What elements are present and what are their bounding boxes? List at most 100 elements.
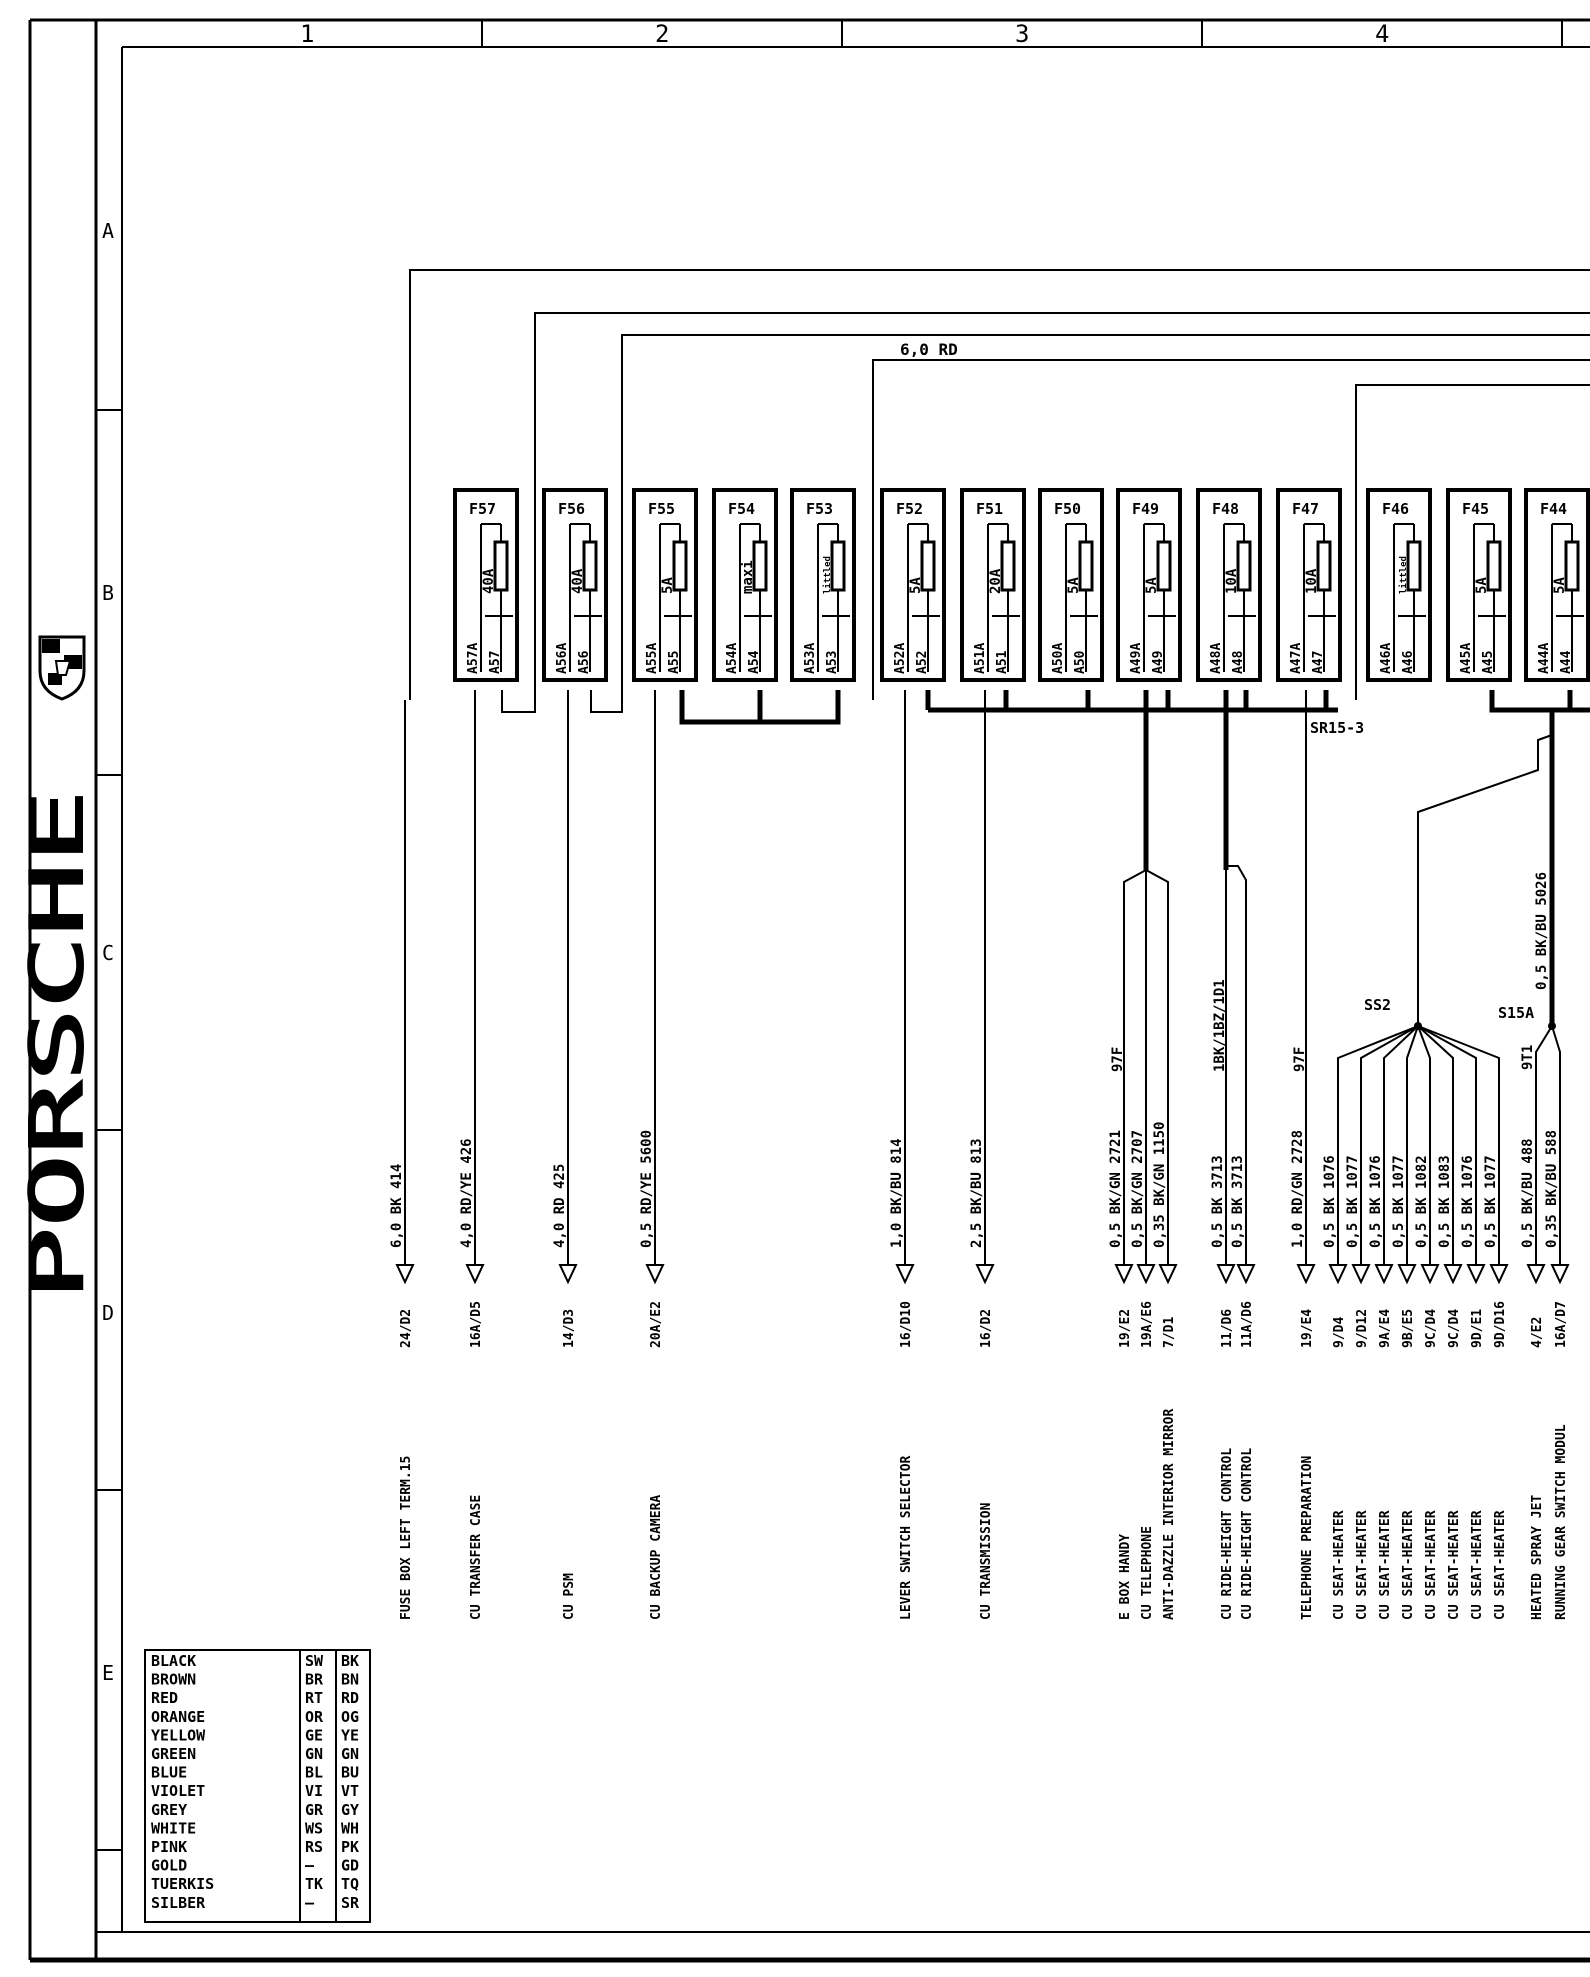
arrow-down-icon (645, 1264, 665, 1285)
connector-pin: 16/D2 (979, 1309, 994, 1348)
legend-english-code: GY (341, 1801, 359, 1819)
connector-pin: 11A/D6 (1240, 1301, 1255, 1348)
connector-pin: 9A/E4 (1378, 1309, 1393, 1348)
legend-color-name: SILBER (151, 1894, 206, 1912)
splice-labels: SR15-3 SS2 S15A (1310, 719, 1534, 1022)
wire-destination: HEATED SPRAY JET (1530, 1495, 1545, 1620)
fuse-output-terminal: A46 (1401, 650, 1416, 674)
fuse-input-terminal: A45A (1459, 643, 1474, 674)
fuse-element-icon (830, 540, 846, 592)
arrow-down-icon (1158, 1264, 1178, 1285)
arrow-down-icon (1236, 1264, 1256, 1285)
legend-german-code: TK (305, 1875, 323, 1893)
legend-color-name: TUERKIS (151, 1875, 214, 1893)
fuse-element-icon (1406, 540, 1422, 592)
wire-destination: LEVER SWITCH SELECTOR (899, 1455, 914, 1620)
wire-label: 0,5 BK/GN 2721 (1108, 1130, 1124, 1248)
legend-german-code: OR (305, 1708, 324, 1726)
wire-destination: TELEPHONE PREPARATION (1300, 1455, 1315, 1620)
legend-german-code: BL (305, 1764, 323, 1782)
fuse-connections (404, 690, 1590, 1265)
legend-row: GOLD—GD (151, 1857, 359, 1875)
wire-label: 0,35 BK/GN 1150 (1152, 1122, 1168, 1248)
fuse-rating: 10A (1304, 568, 1320, 594)
connector-pin: 19/E2 (1118, 1309, 1133, 1348)
fuse-output-terminal: A57 (488, 651, 503, 674)
fuse-rating: 5A (1066, 577, 1082, 594)
connector-pin: 9/D4 (1332, 1317, 1347, 1348)
fuse-output-terminal: A52 (915, 651, 930, 674)
wire-label: 0,5 BK 3713 (1210, 1155, 1226, 1248)
wire-destination: RUNNING GEAR SWITCH MODUL (1554, 1424, 1569, 1620)
fuse-rating: 5A (660, 577, 676, 594)
connector-pin: 19A/E6 (1140, 1301, 1155, 1348)
legend-english-code: BU (341, 1764, 359, 1782)
wire-destination: CU SEAT-HEATER (1447, 1510, 1462, 1620)
column-label-3: 3 (1015, 20, 1029, 48)
wire-label: 0,5 BK 1077 (1483, 1155, 1499, 1248)
wire-label: 0,5 BK 1082 (1414, 1155, 1430, 1248)
fuse-output-terminal: A47 (1311, 651, 1326, 674)
fuse-id: F50 (1054, 500, 1081, 518)
arrow-down-icon (1296, 1264, 1316, 1285)
fuse-id: F48 (1212, 500, 1239, 518)
legend-english-code: GN (341, 1745, 359, 1763)
connector-pin: 9C/D4 (1447, 1309, 1462, 1348)
connector-pin: 9D/E1 (1470, 1309, 1485, 1348)
fuse-output-terminal: A49 (1151, 651, 1166, 674)
legend-german-code: RS (305, 1838, 323, 1856)
legend-german-code: GN (305, 1745, 323, 1763)
splice-s15a: S15A (1498, 1004, 1534, 1022)
connector-pin: 4/E2 (1530, 1317, 1545, 1348)
wire-label: 0,5 BK 1083 (1437, 1155, 1453, 1248)
wire-destination: CU SEAT-HEATER (1401, 1510, 1416, 1620)
wire-label: 0,5 BK 1076 (1460, 1155, 1476, 1248)
row-label-e: E (102, 1661, 114, 1685)
branch-labels: 97F 1BK/1BZ/1D1 97F 0,5 BK/BU 5026 9T1 (1110, 872, 1550, 1072)
legend-color-name: ORANGE (151, 1708, 205, 1726)
fuse-rating: 40A (481, 568, 497, 594)
branch-label-f44-upper: 0,5 BK/BU 5026 (1534, 872, 1550, 990)
arrow-down-icon (895, 1264, 915, 1285)
fuse-id: F56 (558, 500, 585, 518)
arrow-down-icon (1489, 1264, 1509, 1285)
wire-destination: CU SEAT-HEATER (1470, 1510, 1485, 1620)
wire-destination: CU BACKUP CAMERA (649, 1495, 664, 1620)
arrow-down-icon (1526, 1264, 1546, 1285)
legend-german-code: VI (305, 1782, 323, 1800)
wire-destination: CU SEAT-HEATER (1355, 1510, 1370, 1620)
wire-label: 0,5 RD/YE 5600 (639, 1130, 655, 1248)
fuse-rating: 5A (1474, 577, 1490, 594)
fuse-rating: littled (822, 556, 833, 594)
fuse-id: F55 (648, 500, 675, 518)
arrow-down-icon (395, 1264, 415, 1285)
fuse-id: F54 (728, 500, 755, 518)
row-labels: A B C D E (102, 219, 114, 1685)
wire-label: 0,5 BK 3713 (1230, 1155, 1246, 1248)
fuse-id: F44 (1540, 500, 1567, 518)
wire-label: 4,0 RD 425 (552, 1164, 568, 1248)
wire-destination: CU SEAT-HEATER (1424, 1510, 1439, 1620)
fuse-input-terminal: A51A (973, 643, 988, 674)
fuse-output-terminal: A55 (667, 651, 682, 674)
fuse-input-terminal: A53A (803, 643, 818, 674)
